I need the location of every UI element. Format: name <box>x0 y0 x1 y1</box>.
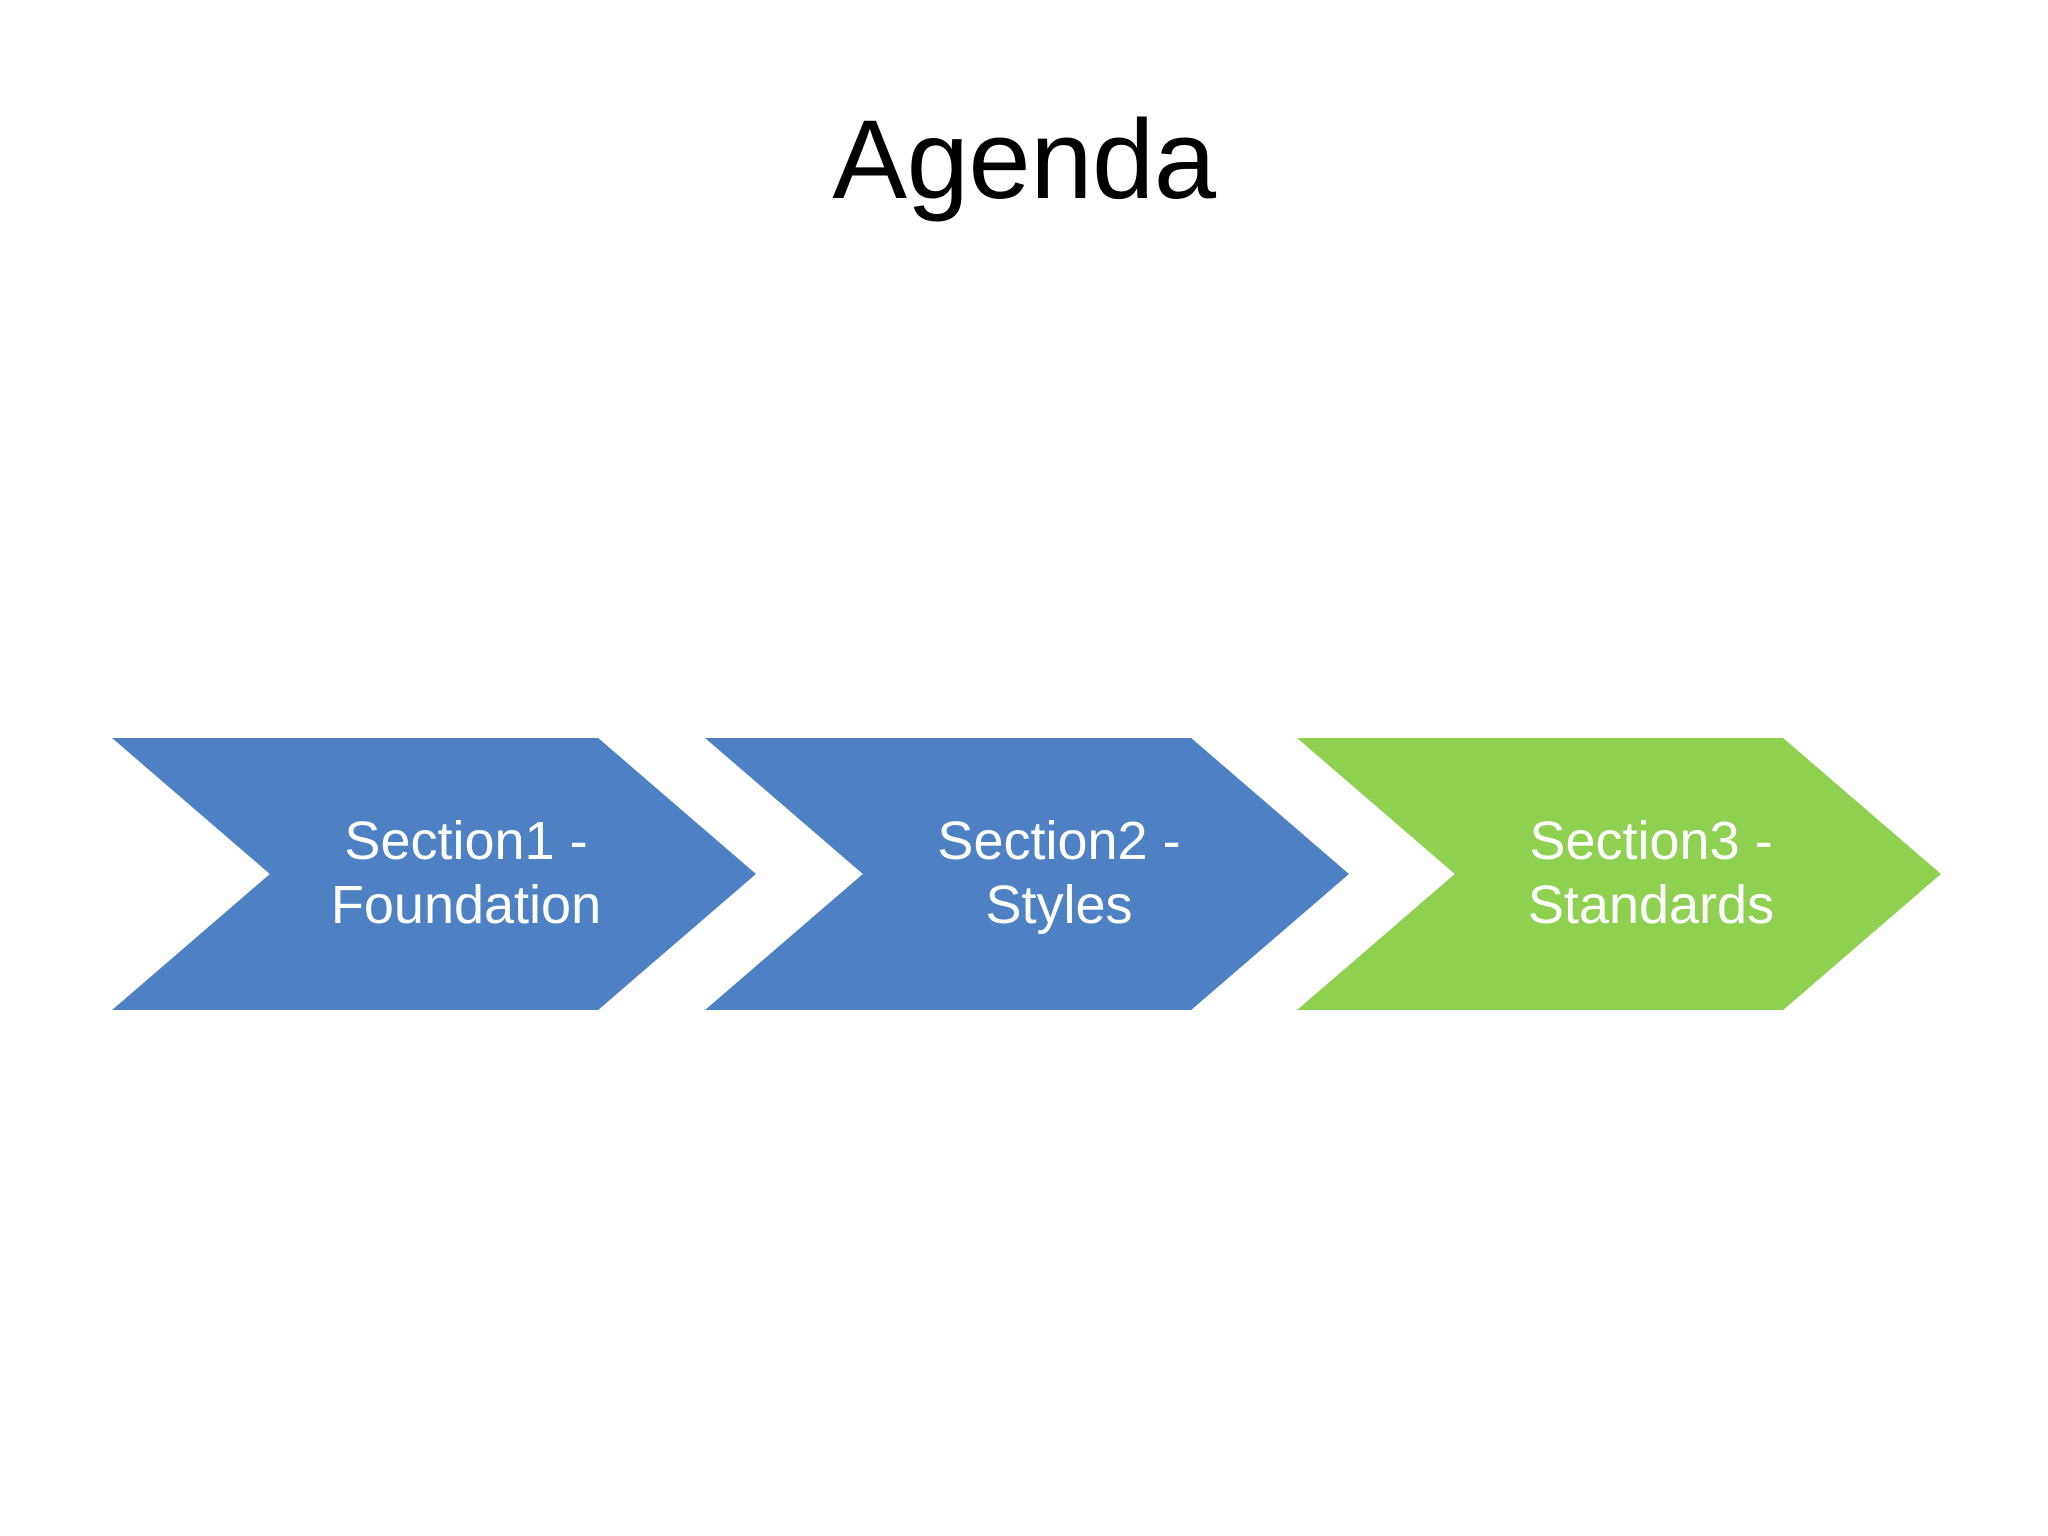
page-title: Agenda <box>832 97 1216 222</box>
chevron-shape <box>1297 738 1941 1010</box>
process-chevron-band: Section1 - Foundation Section2 - Styles … <box>0 738 2048 1010</box>
chevron-shape <box>112 738 756 1010</box>
process-step-section-2[interactable]: Section2 - Styles <box>705 738 1349 1010</box>
chevron-shape <box>705 738 1349 1010</box>
process-step-section-3[interactable]: Section3 - Standards <box>1297 738 1941 1010</box>
process-step-section-1[interactable]: Section1 - Foundation <box>112 738 756 1010</box>
